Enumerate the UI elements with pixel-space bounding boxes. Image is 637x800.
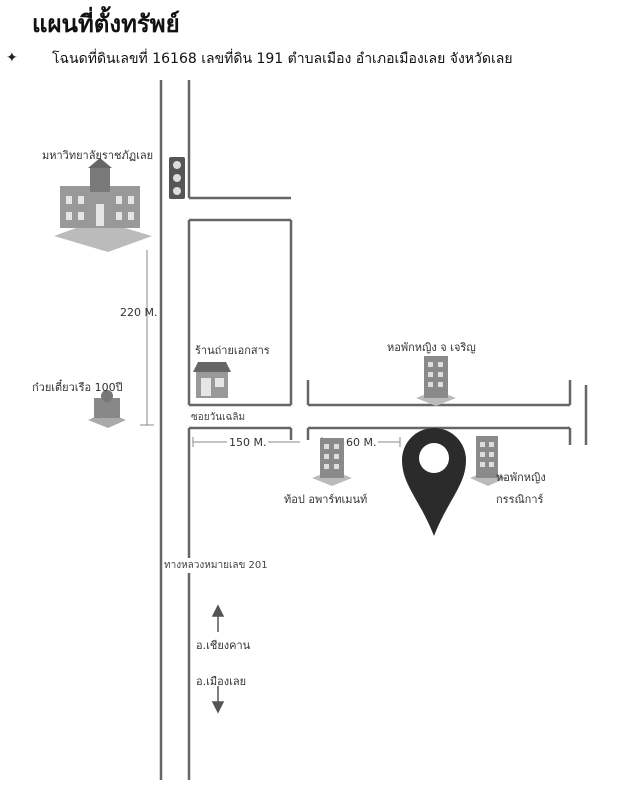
label-dorm-charoen: หอพักหญิง จ เจริญ <box>387 341 476 354</box>
label-apartment: ท้อป อพาร์ทเมนท์ <box>284 493 368 506</box>
label-soi-road: ซอยวันเฉลิม <box>191 412 246 423</box>
label-highway: ทางหลวงหมายเลข 201 <box>164 558 268 573</box>
label-dorm-kannika-1: หอพักหญิง <box>496 471 546 484</box>
university-building-icon <box>54 158 152 252</box>
label-dorm-kannika-2: กรรณิการ์ <box>496 493 544 506</box>
label-distance-60: 60 M. <box>344 436 379 449</box>
location-pin-icon <box>402 428 466 536</box>
direction-arrows <box>211 604 225 714</box>
label-noodle-shop: ก๋วยเตี๋ยวเรือ 100ปี <box>32 381 123 394</box>
traffic-light-icon <box>169 157 185 199</box>
label-distance-220: 220 M. <box>120 306 158 319</box>
noodle-shop-icon <box>88 390 126 428</box>
deed-line: โฉนดที่ดินเลขที่ 16168 เลขที่ดิน 191 ตำบ… <box>52 51 513 67</box>
label-to-north: อ.เชียงคาน <box>196 639 251 652</box>
label-to-south: อ.เมืองเลย <box>196 675 247 688</box>
label-distance-150: 150 M. <box>227 436 269 449</box>
dimension-220 <box>140 250 154 426</box>
apartment-building-icon <box>312 438 352 486</box>
dorm-charoen-building-icon <box>416 356 456 406</box>
dorm-kannika-building-icon <box>470 436 506 486</box>
road-lines <box>159 80 588 780</box>
arrow-bullet-icon: ✦ <box>6 50 18 66</box>
label-copy-shop: ร้านถ่ายเอกสาร <box>195 344 270 357</box>
copy-shop-icon <box>193 362 231 398</box>
map-title: แผนที่ตั้งทรัพย์ <box>32 10 180 38</box>
label-university: มหาวิทยาลัยราชภัฏเลย <box>42 149 154 162</box>
